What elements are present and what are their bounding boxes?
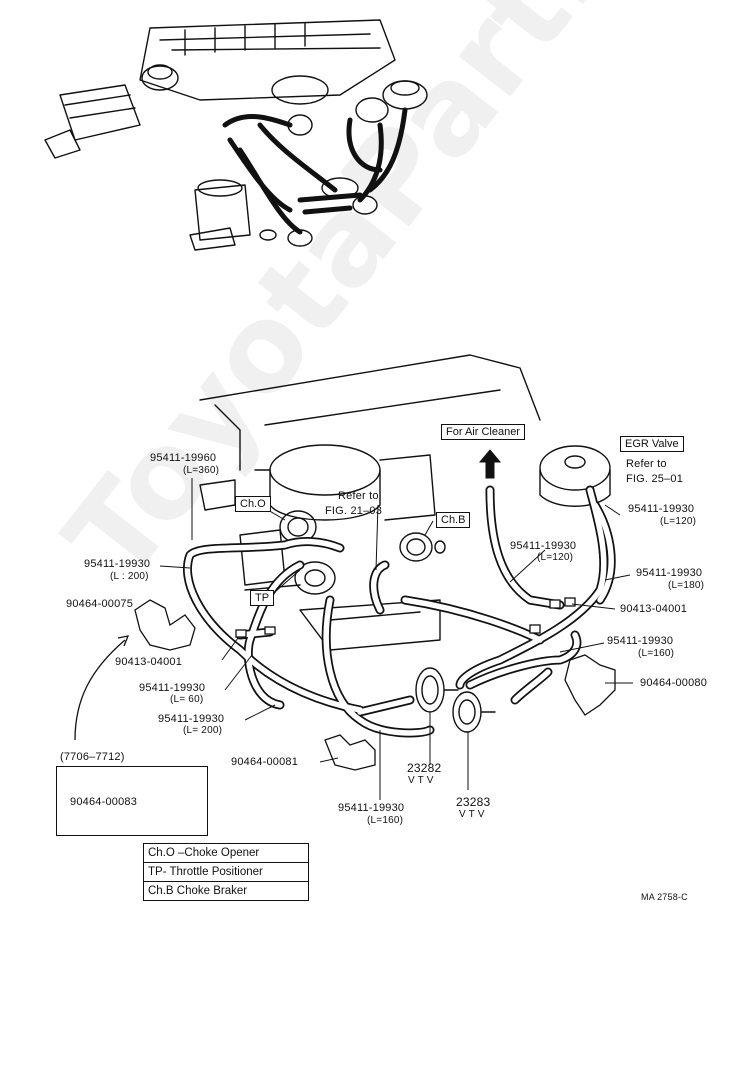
part-95411-19960-length: (L=360)	[183, 465, 220, 476]
ref-fig25-line1: Refer to	[626, 458, 667, 470]
inset-year-range: (7706–7712)	[60, 751, 125, 763]
part-95411-19930-e-length: (L=120)	[660, 516, 697, 527]
part-90413-04001-a: 90413-04001	[115, 656, 183, 668]
part-95411-19930-f-length: (L=120)	[537, 552, 574, 563]
part-90464-00075: 90464-00075	[66, 598, 134, 610]
part-90464-00080: 90464-00080	[640, 677, 708, 689]
legend-throttle-positioner: TP- Throttle Positioner	[144, 863, 308, 882]
part-95411-19960: 95411-19960	[150, 452, 217, 464]
connectors	[235, 597, 576, 638]
part-90413-04001-b: 90413-04001	[620, 603, 688, 615]
leader-lines	[159, 478, 633, 800]
tag-egr-valve: EGR Valve	[620, 436, 684, 452]
vtv-23282-shape	[415, 667, 459, 713]
drawing-code: MA 2758-C	[641, 892, 688, 902]
inset-clip-box	[56, 766, 208, 836]
part-95411-19930-c-length: (L= 200)	[183, 725, 223, 736]
part-95411-19930-g-length: (L=180)	[668, 580, 705, 591]
inset-pointer-arrow	[74, 635, 130, 741]
part-23282-vtv: 23282	[407, 761, 442, 775]
tag-choke-braker: Ch.B	[436, 512, 471, 528]
tag-for-air-cleaner: For Air Cleaner	[441, 424, 525, 440]
ref-fig21-line1: Refer to	[338, 490, 379, 502]
part-95411-19930-a: 95411-19930	[84, 558, 151, 570]
ref-fig21-line2: FIG. 21–03	[325, 505, 383, 517]
ref-fig25-line2: FIG. 25–01	[626, 473, 684, 485]
part-23282-vtv-sub: V T V	[408, 775, 434, 786]
part-95411-19930-f: 95411-19930	[510, 540, 577, 552]
part-23283-vtv-sub: V T V	[459, 809, 485, 820]
part-95411-19930-h: 95411-19930	[607, 635, 674, 647]
part-95411-19930-b: 95411-19930	[139, 682, 206, 694]
part-95411-19930-b-length: (L= 60)	[170, 694, 204, 705]
engine-overview-hoses	[222, 107, 408, 235]
part-95411-19930-d-length: (L=160)	[367, 815, 404, 826]
engine-overview-illustration	[44, 19, 428, 251]
part-23283-vtv: 23283	[456, 795, 491, 809]
part-95411-19930-c: 95411-19930	[158, 713, 225, 725]
engine-outline	[199, 354, 541, 651]
legend-choke-braker: Ch.B Choke Braker	[148, 885, 248, 897]
tag-choke-opener: Ch.O	[235, 496, 271, 512]
legend-box: Ch.O –Choke Opener TP- Throttle Position…	[143, 843, 309, 901]
part-95411-19930-g: 95411-19930	[636, 567, 703, 579]
hoses-outer	[182, 485, 616, 738]
part-90464-00083: 90464-00083	[70, 796, 138, 808]
part-95411-19930-h-length: (L=160)	[638, 648, 675, 659]
part-90464-00081: 90464-00081	[231, 756, 299, 768]
part-95411-19930-a-length: (L : 200)	[110, 571, 149, 582]
hoses-inner	[184, 487, 614, 736]
air-cleaner-arrow	[478, 449, 502, 479]
part-95411-19930-d: 95411-19930	[338, 802, 405, 814]
egr-valve-shape	[539, 445, 611, 507]
part-95411-19930-e: 95411-19930	[628, 503, 695, 515]
vtv-23283-shape	[452, 691, 496, 733]
tag-throttle-positioner: TP	[250, 590, 275, 606]
legend-choke-opener: Ch.O –Choke Opener	[144, 844, 308, 863]
